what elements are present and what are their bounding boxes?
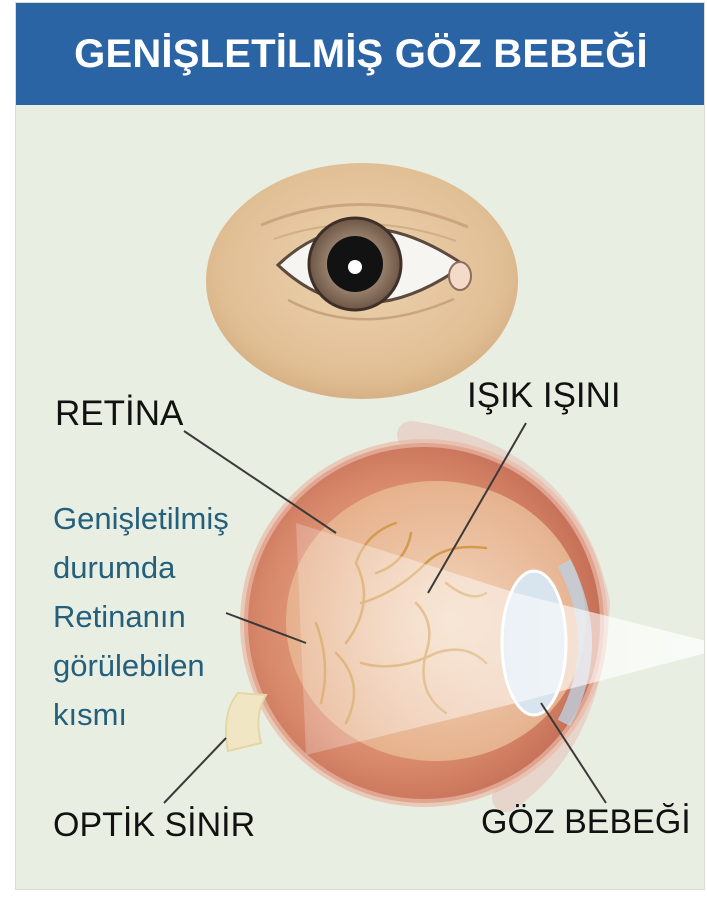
diagram-frame: GENİŞLETİLMİŞ GÖZ BEBEĞİ xyxy=(15,2,705,890)
eye-cross-section xyxy=(226,435,705,803)
description-line: Genişletilmiş xyxy=(53,494,229,543)
optic-nerve-label: OPTİK SİNİR xyxy=(53,808,255,842)
optic-nerve xyxy=(226,693,266,751)
optic-nerve-pointer xyxy=(164,738,226,803)
light-ray-label: IŞIK IŞINI xyxy=(467,378,621,413)
description-line: Retinanın xyxy=(53,592,229,641)
description-line: durumda xyxy=(53,543,229,592)
description-line: kısmı xyxy=(53,690,229,739)
retina-description: Genişletilmiş durumda Retinanın görülebi… xyxy=(53,494,229,739)
pupil-highlight xyxy=(348,260,362,274)
tear-duct xyxy=(449,262,471,290)
eye-illustration xyxy=(16,3,705,890)
external-eye xyxy=(206,163,518,399)
pupil-label: GÖZ BEBEĞİ xyxy=(481,805,691,839)
retina-label: RETİNA xyxy=(55,396,183,431)
description-line: görülebilen xyxy=(53,641,229,690)
